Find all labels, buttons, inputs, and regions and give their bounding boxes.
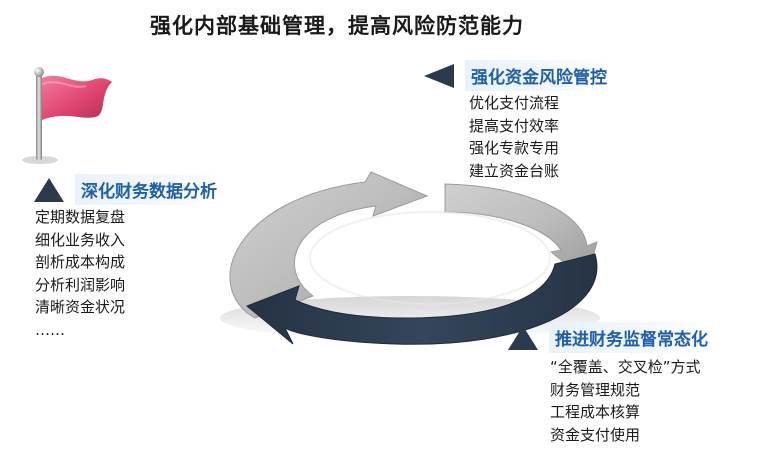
list-item: 优化支付流程 — [469, 94, 560, 112]
heading-fund-risk-text: 强化资金风险管控 — [465, 60, 613, 91]
heading-finance-data-text: 深化财务数据分析 — [75, 174, 223, 205]
list-item: “全覆盖、交叉检”方式 — [550, 358, 701, 376]
circular-arrows-icon — [220, 171, 600, 345]
list-item: 强化专款专用 — [469, 139, 560, 157]
list-item: …… — [35, 320, 65, 339]
list-item: 分析利润影响 — [35, 275, 126, 294]
finance-data-list: 定期数据复盘 细化业务收入 剖析成本构成 分析利润影响 清晰资金状况 …… — [35, 206, 125, 341]
list-item: 定期数据复盘 — [35, 208, 126, 226]
list-item: 财务管理规范 — [550, 380, 641, 399]
fund-risk-list: 优化支付流程 提高支付效率 强化专款专用 建立资金台账 — [469, 92, 559, 182]
supervision-list: “全覆盖、交叉检”方式 财务管理规范 工程成本核算 资金支付使用 — [550, 356, 701, 446]
heading-supervision: 推进财务监督常态化 — [506, 322, 714, 353]
triangle-icon — [508, 325, 538, 350]
list-item: 剖析成本构成 — [35, 253, 126, 271]
page-title: 强化内部基础管理，提高风险防范能力 — [150, 14, 524, 38]
heading-finance-data: 深化财务数据分析 — [32, 174, 223, 205]
list-item: 工程成本核算 — [550, 403, 641, 421]
heading-fund-risk: 强化资金风险管控 — [422, 60, 613, 91]
list-item: 细化业务收入 — [35, 230, 126, 249]
list-item: 提高支付效率 — [469, 116, 560, 135]
list-item: 建立资金台账 — [469, 161, 560, 180]
heading-supervision-text: 推进财务监督常态化 — [549, 322, 714, 353]
list-item: 资金支付使用 — [550, 425, 641, 444]
triangle-icon — [34, 177, 64, 202]
red-flag-icon — [22, 67, 112, 164]
list-item: 清晰资金状况 — [35, 298, 126, 316]
triangle-icon — [424, 63, 454, 88]
